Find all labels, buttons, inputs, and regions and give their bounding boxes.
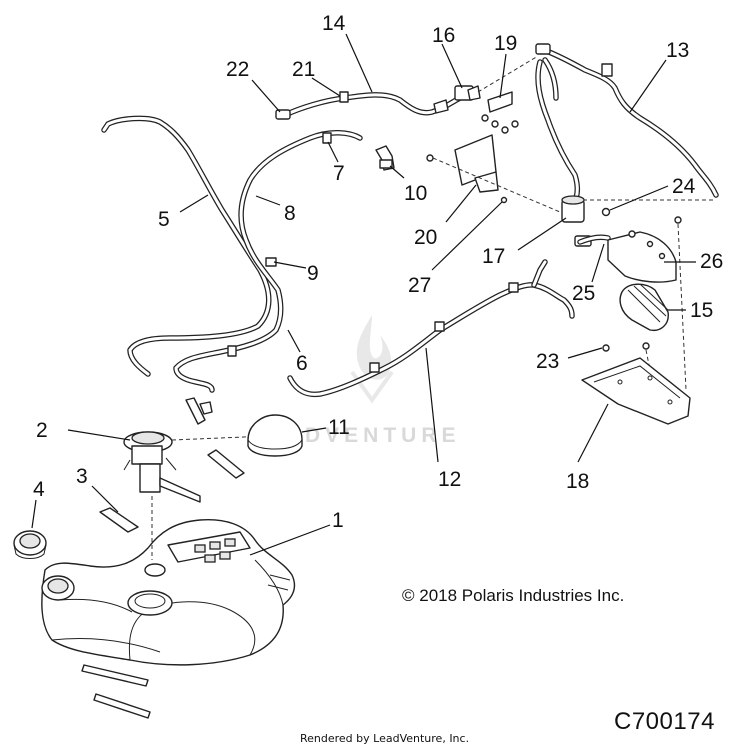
canister-supply-line (535, 43, 719, 201)
hose-clip (185, 397, 213, 425)
copyright-notice: © 2018 Polaris Industries Inc. (402, 586, 625, 605)
callout-9: 9 (307, 262, 319, 285)
purge-valve (454, 85, 481, 101)
callout-4: 4 (33, 478, 45, 501)
callout-23: 23 (536, 350, 559, 373)
callout-12: 12 (438, 468, 461, 491)
figure-id: C700174 (614, 708, 715, 735)
callout-10: 10 (404, 182, 427, 205)
fuel-cap (13, 530, 47, 559)
callout-25: 25 (572, 282, 595, 305)
watermark-flame-logo (350, 315, 394, 404)
valve-bracket (481, 91, 519, 134)
foam-strip (81, 449, 245, 719)
canister-holder (607, 230, 677, 283)
callout-2: 2 (36, 419, 48, 442)
callout-19: 19 (494, 32, 517, 55)
fastener (500, 196, 682, 352)
callout-8: 8 (284, 202, 296, 225)
callout-15: 15 (690, 299, 713, 322)
callout-26: 26 (700, 250, 723, 273)
fuel-pump-lock-ring (247, 414, 303, 457)
canister-hose (577, 234, 611, 245)
callout-6: 6 (296, 352, 308, 375)
callout-leaders (31, 33, 696, 556)
callout-17: 17 (482, 245, 505, 268)
callout-27: 27 (408, 274, 431, 297)
charcoal-canister (619, 283, 669, 332)
callout-14: 14 (322, 12, 346, 35)
canister-vent-line (287, 259, 575, 398)
canister-mount-bracket (426, 134, 499, 193)
purge-line (275, 91, 463, 120)
vent-tube-long (101, 115, 272, 377)
callout-20: 20 (414, 226, 437, 249)
callout-5: 5 (158, 208, 170, 231)
callout-11: 11 (328, 416, 350, 439)
vent-hose (173, 130, 363, 393)
hose-elbow (375, 145, 395, 171)
callout-3: 3 (76, 465, 88, 488)
callout-numbers: 1 2 3 4 5 6 7 8 9 10 11 12 13 14 15 16 1… (33, 12, 723, 532)
callout-7: 7 (333, 162, 345, 185)
fuel-tank (41, 518, 296, 666)
callout-16: 16 (432, 24, 455, 47)
render-credit: Rendered by LeadVenture, Inc. (300, 732, 470, 745)
callout-21: 21 (292, 58, 315, 81)
callout-18: 18 (566, 470, 589, 493)
callout-22: 22 (226, 58, 249, 81)
fuel-pump (123, 431, 201, 503)
callout-13: 13 (666, 39, 689, 62)
canister-mount-plate (581, 357, 691, 425)
callout-24: 24 (672, 175, 696, 198)
callout-1: 1 (332, 509, 344, 532)
